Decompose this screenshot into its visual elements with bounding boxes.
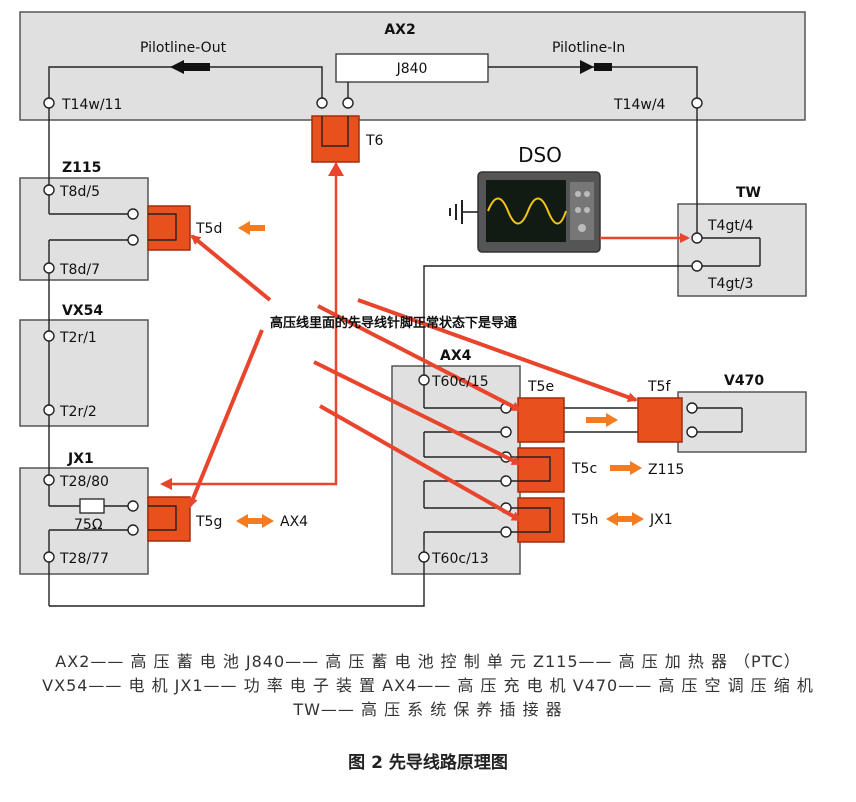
pin-t14w4: T14w/4 xyxy=(613,97,666,113)
legend-line-3: TW—— 高 压 系 统 保 养 插 接 器 xyxy=(293,700,563,719)
ax4-box xyxy=(391,365,521,575)
pilot-note: 高压线里面的先导线针脚正常状态下是导通 xyxy=(270,315,517,331)
legend-line-2: VX54—— 电 机 JX1—— 功 率 电 子 装 置 AX4—— 高 压 充… xyxy=(42,676,814,695)
jx1-title: JX1 xyxy=(67,451,94,467)
pin-t28-80: T28/80 xyxy=(59,474,109,490)
connector-t6-label: T6 xyxy=(365,133,384,149)
pin-t4gt3: T4gt/3 xyxy=(707,276,753,292)
pilot-out-label: Pilotline-Out xyxy=(140,40,227,56)
connector-t5e xyxy=(517,397,565,443)
pin-t2r1: T2r/1 xyxy=(59,330,97,346)
pin-t14w11: T14w/11 xyxy=(61,97,122,113)
ax2-title: AX2 xyxy=(384,22,415,38)
connector-t5h-label: T5h xyxy=(571,512,598,528)
measurement-arrows xyxy=(164,162,638,522)
connector-t5g-label: T5g xyxy=(195,514,222,530)
t6-arrowheads xyxy=(160,162,344,490)
connector-t6 xyxy=(311,115,360,163)
connector-t5h xyxy=(506,497,565,543)
orange-pointer-arrows xyxy=(236,221,644,528)
pilot-in-label: Pilotline-In xyxy=(552,40,625,56)
pin-t4gt4: T4gt/4 xyxy=(707,218,754,234)
connector-t5f xyxy=(637,397,683,443)
connector-t5e-label: T5e xyxy=(527,379,554,395)
j840-label: J840 xyxy=(396,61,428,77)
pin-t60c15: T60c/15 xyxy=(431,374,489,390)
resistor-75-ohm xyxy=(79,498,105,514)
pin-t8d7: T8d/7 xyxy=(59,262,100,278)
connector-t5d-label: T5d xyxy=(195,221,222,237)
pin-t28-77: T28/77 xyxy=(59,551,109,567)
ax4-title: AX4 xyxy=(440,348,472,364)
vx54-title: VX54 xyxy=(62,303,103,319)
vx54-box xyxy=(19,319,149,427)
pilot-out-arrow xyxy=(170,60,210,74)
t5c-target-label: Z115 xyxy=(648,462,684,478)
z115-title: Z115 xyxy=(62,160,101,176)
legend-line-1: AX2—— 高 压 蓄 电 池 J840—— 高 压 蓄 电 池 控 制 单 元… xyxy=(55,652,801,671)
jx1-box xyxy=(19,467,149,575)
t5g-target-label: AX4 xyxy=(280,514,308,530)
pilot-in-arrow xyxy=(580,60,612,74)
connector-t5g xyxy=(147,496,191,542)
connector-t5c-label: T5c xyxy=(571,461,597,477)
connector-t5d xyxy=(147,205,191,251)
tw-box xyxy=(677,203,807,297)
figure-caption: 图 2 先导线路原理图 xyxy=(348,753,508,773)
circuit-diagram: AX2 Pilotline-Out Pilotline-In J840 T14w… xyxy=(19,11,807,607)
dso-title: DSO xyxy=(518,143,562,167)
pin-t8d5: T8d/5 xyxy=(59,184,100,200)
resistor-label: 75Ω xyxy=(74,517,103,533)
pin-t2r2: T2r/2 xyxy=(59,404,97,420)
pin-t60c13: T60c/13 xyxy=(431,551,489,567)
v470-title: V470 xyxy=(724,373,764,389)
tw-title: TW xyxy=(736,185,761,201)
connector-t5c xyxy=(506,447,565,493)
dso-oscilloscope-icon xyxy=(449,171,601,253)
t5h-target-label: JX1 xyxy=(649,512,673,528)
z115-box xyxy=(19,177,149,281)
connector-t5f-label: T5f xyxy=(647,379,671,395)
j840-box xyxy=(335,53,489,83)
